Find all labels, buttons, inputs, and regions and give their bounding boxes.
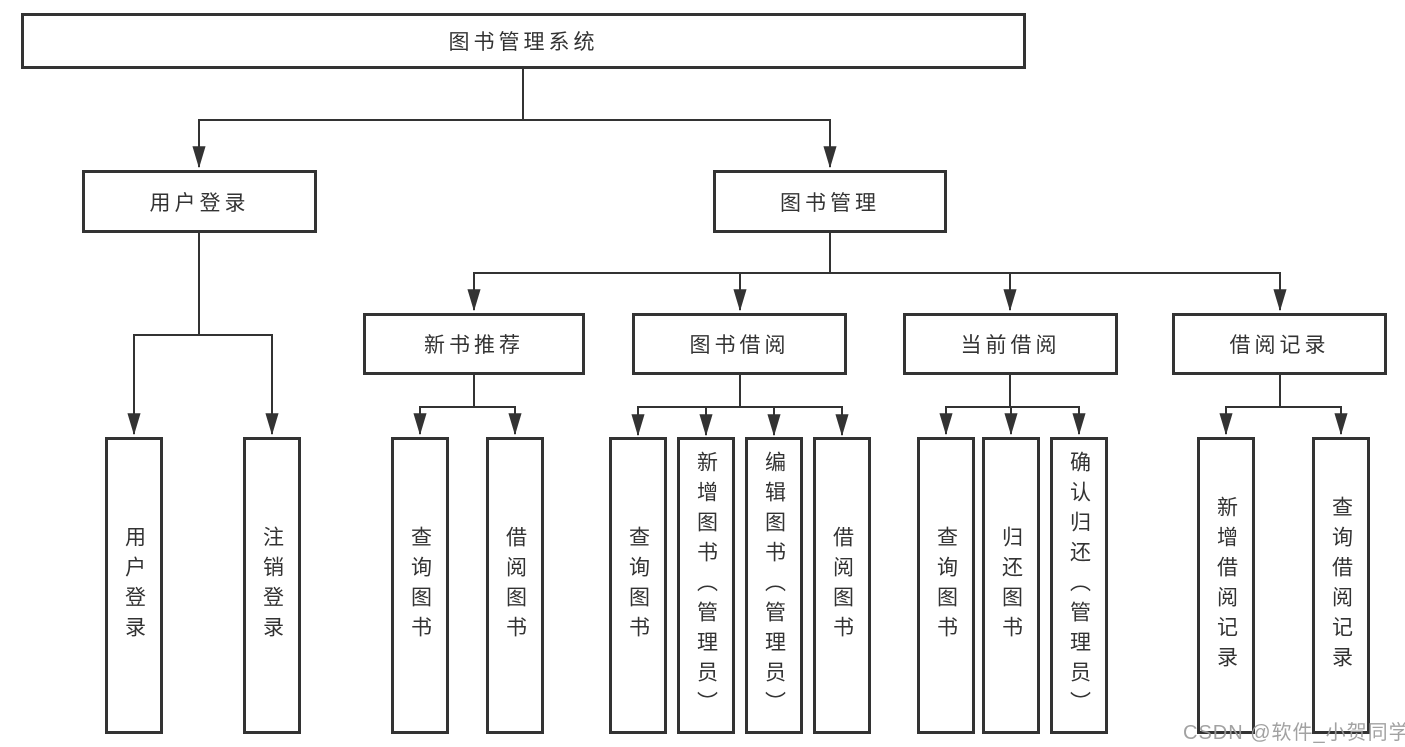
node-label: 查询图书: [934, 525, 958, 646]
edge-login-trunk: [133, 232, 273, 336]
node-label: 图书管理: [780, 191, 880, 215]
node-root-library-system: 图书管理系统: [21, 13, 1026, 69]
node-book-management: 图书管理: [713, 170, 947, 233]
edge-root-trunk: [198, 67, 831, 121]
leaf-user-login: 用户登录: [105, 437, 163, 734]
node-label: 当前借阅: [960, 334, 1061, 357]
node-label: 借阅图书: [503, 525, 527, 646]
leaf-edit-books-admin: 编辑图书（管理员）: [745, 437, 803, 734]
node-label: 新增借阅记录: [1214, 495, 1238, 676]
node-new-book-recommendation: 新书推荐: [363, 313, 585, 375]
node-label: 注销登录: [260, 525, 284, 646]
node-borrowing-records: 借阅记录: [1172, 313, 1387, 375]
leaf-confirm-return-admin: 确认归还（管理员）: [1050, 437, 1108, 734]
node-label: 查询图书: [626, 525, 650, 646]
node-label: 用户登录: [122, 525, 146, 646]
node-label: 新增图书（管理员）: [694, 450, 718, 721]
node-user-login: 用户登录: [82, 170, 317, 233]
leaf-return-books: 归还图书: [982, 437, 1040, 734]
leaf-logout: 注销登录: [243, 437, 301, 734]
node-label: 新书推荐: [424, 334, 524, 357]
leaf-add-books-admin: 新增图书（管理员）: [677, 437, 735, 734]
node-label: 确认归还（管理员）: [1067, 450, 1091, 721]
leaf-query-borrow-record: 查询借阅记录: [1312, 437, 1370, 734]
leaf-query-books-current: 查询图书: [917, 437, 975, 734]
leaf-query-books-borrowing: 查询图书: [609, 437, 667, 734]
node-label: 编辑图书（管理员）: [762, 450, 786, 721]
node-current-borrowing: 当前借阅: [903, 313, 1118, 375]
node-label: 用户登录: [149, 191, 250, 215]
node-book-borrowing: 图书借阅: [632, 313, 847, 375]
node-label: 图书管理系统: [448, 31, 599, 54]
edge-records-trunk: [1225, 374, 1342, 408]
node-label: 归还图书: [999, 525, 1023, 646]
leaf-borrow-books: 借阅图书: [813, 437, 871, 734]
leaf-query-books-recommend: 查询图书: [391, 437, 449, 734]
edge-newrec-trunk: [419, 374, 516, 408]
edge-current-trunk: [945, 374, 1080, 408]
node-label: 借阅图书: [830, 525, 854, 646]
edge-borrow-trunk: [637, 374, 843, 408]
leaf-borrow-books-recommend: 借阅图书: [486, 437, 544, 734]
node-label: 查询借阅记录: [1329, 495, 1353, 676]
leaf-add-borrow-record: 新增借阅记录: [1197, 437, 1255, 734]
node-label: 图书借阅: [689, 334, 790, 357]
node-label: 查询图书: [408, 525, 432, 646]
csdn-watermark: CSDN @软件_小贺同学: [1183, 722, 1405, 744]
node-label: 借阅记录: [1229, 334, 1330, 357]
edge-mgmt-trunk: [473, 232, 1281, 274]
